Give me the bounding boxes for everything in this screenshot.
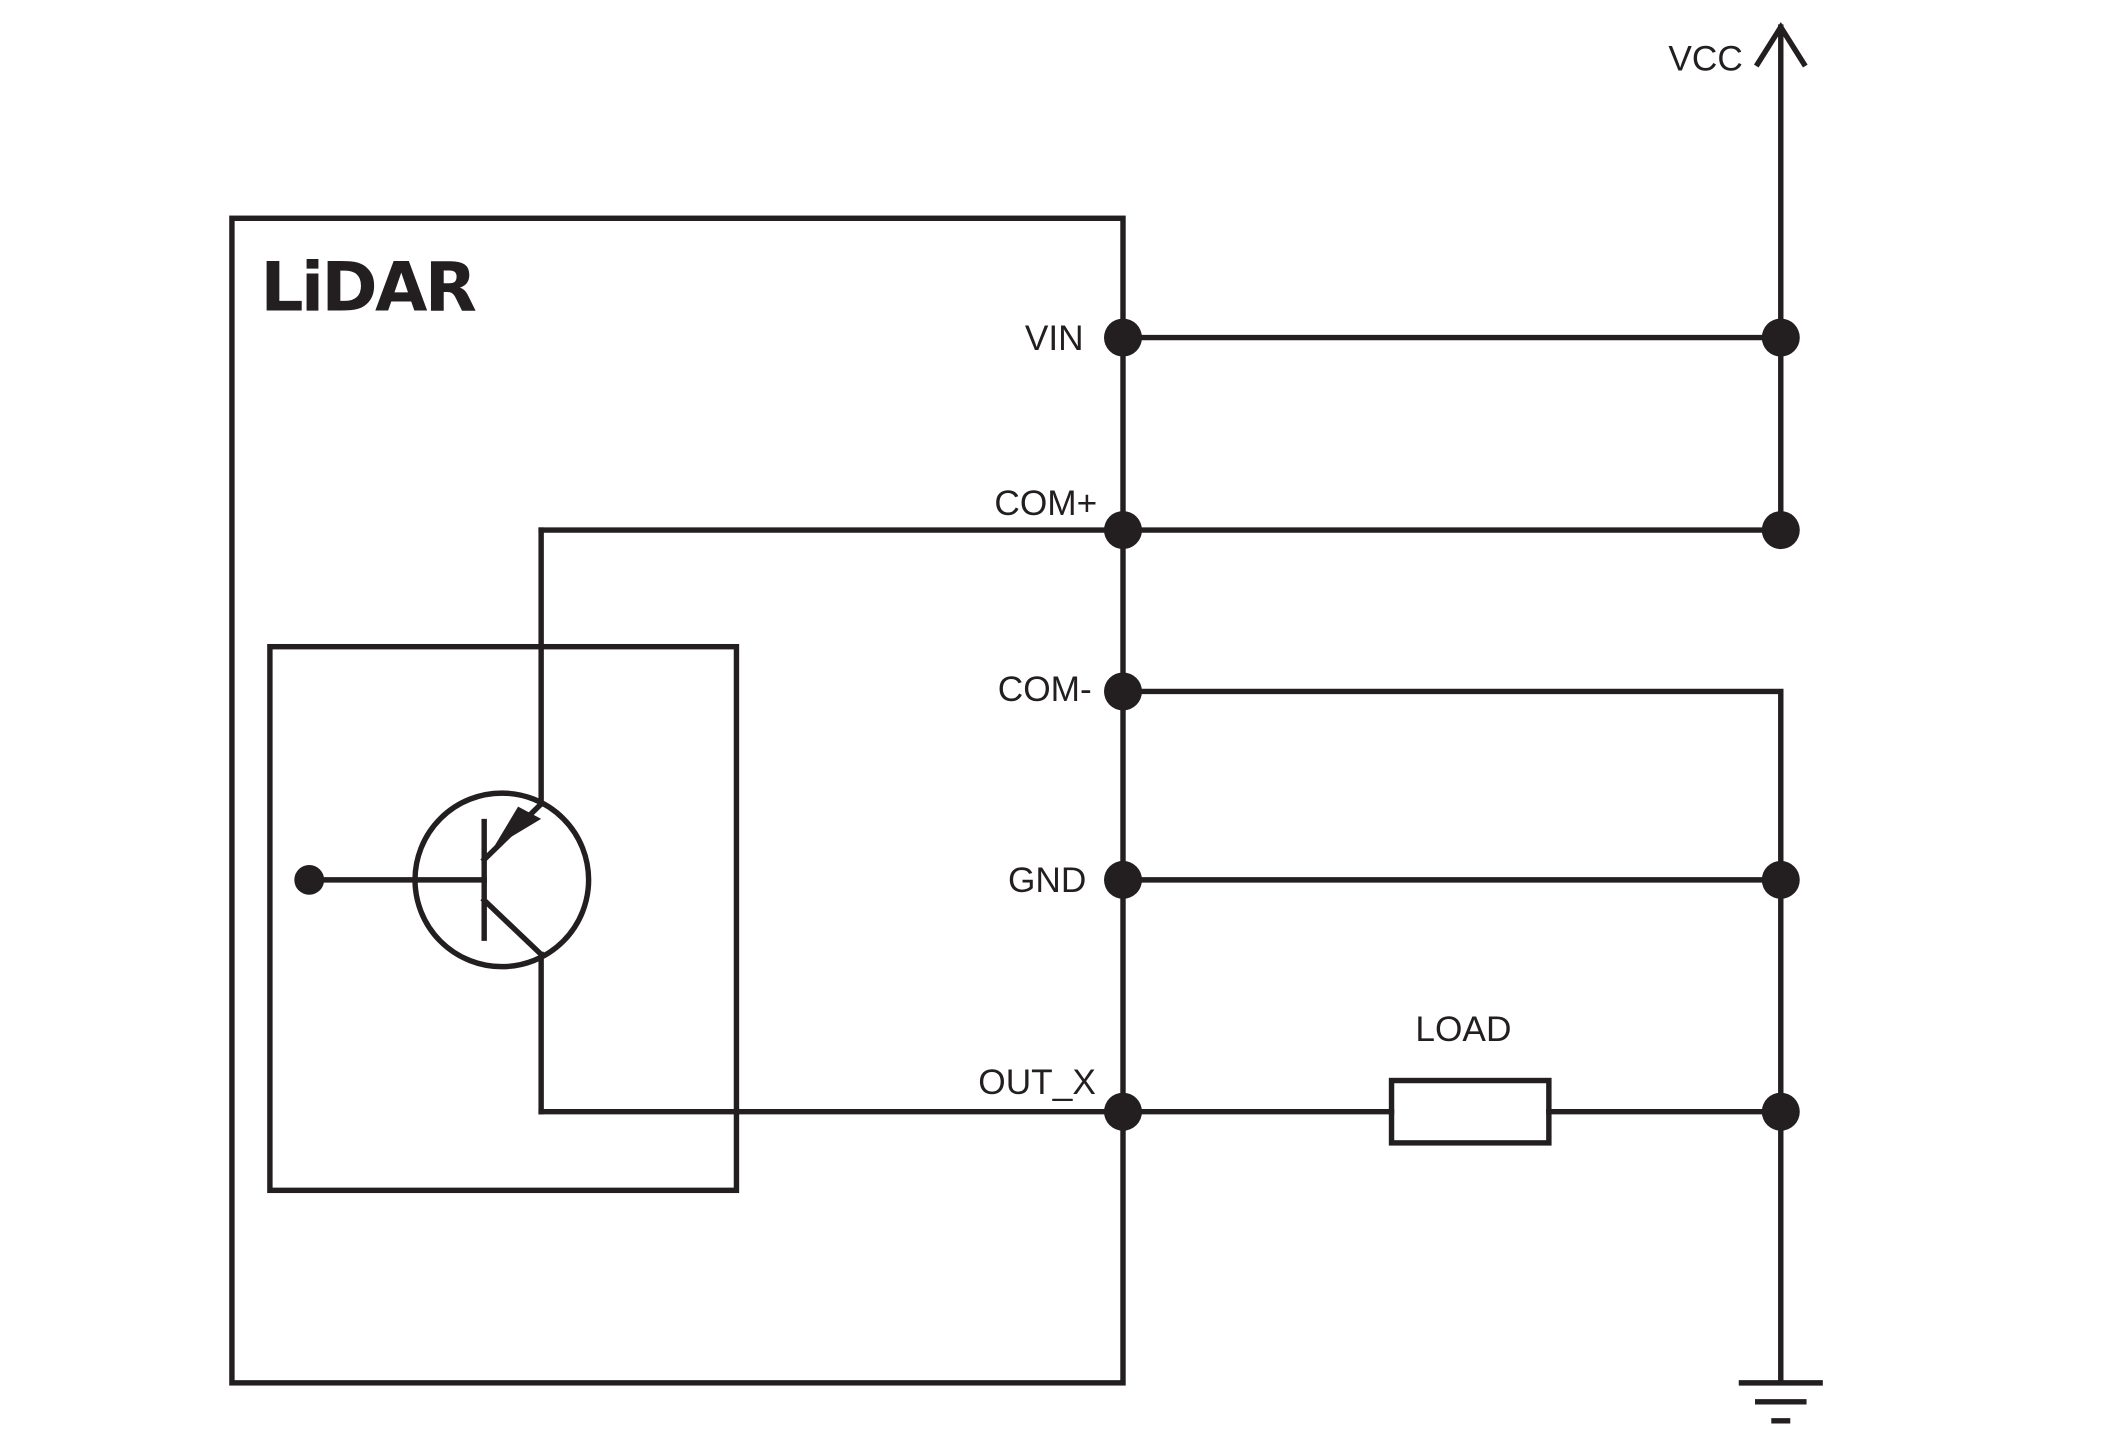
- pin-label-com-minus: COM-: [998, 670, 1092, 709]
- pin-dot-gnd: [1104, 860, 1142, 899]
- vcc-arrow-icon: [1753, 22, 1808, 68]
- module-title: LiDAR: [260, 247, 475, 326]
- junction-vin: [1761, 318, 1800, 357]
- pin-label-com-plus: COM+: [994, 484, 1097, 523]
- pin-dot-com-plus: [1104, 511, 1142, 550]
- junction-gnd: [1761, 860, 1800, 899]
- output-stage-box: [267, 643, 740, 1194]
- pin-dot-out-x: [1104, 1092, 1142, 1131]
- load-resistor: [1388, 1077, 1552, 1146]
- pin-label-out-x: OUT_X: [978, 1063, 1096, 1102]
- emitter-arrow-icon: [493, 806, 542, 848]
- ground-icon: [1738, 1380, 1823, 1424]
- lidar-module-box: [229, 215, 1126, 1386]
- pnp-transistor-symbol: [306, 527, 592, 1115]
- load-label: LOAD: [1415, 1010, 1511, 1049]
- junction-out-x: [1761, 1092, 1800, 1131]
- pin-dot-vin: [1104, 318, 1142, 357]
- pin-label-gnd: GND: [1008, 861, 1086, 900]
- wire-com-minus: [1120, 688, 1784, 1383]
- base-input-terminal: [294, 864, 325, 895]
- pin-dot-com-minus: [1104, 672, 1142, 711]
- vcc-label: VCC: [1668, 40, 1742, 79]
- junction-com-plus: [1761, 511, 1800, 550]
- pin-label-vin: VIN: [1025, 319, 1084, 358]
